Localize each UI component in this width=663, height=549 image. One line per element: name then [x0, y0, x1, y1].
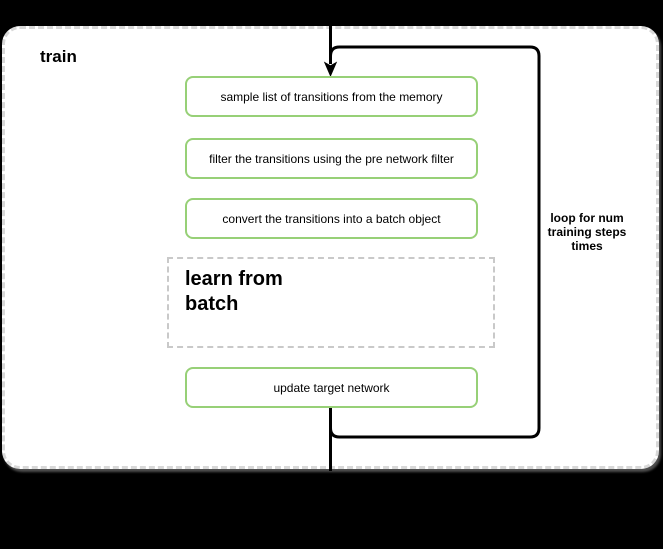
loop-annotation: loop for num training steps times — [547, 211, 627, 253]
learn-from-batch-box: learn from batch — [167, 257, 495, 348]
step-box-filter-transitions: filter the transitions using the pre net… — [185, 138, 478, 179]
update-target-network-box: update target network — [185, 367, 478, 408]
step-box-convert-batch: convert the transitions into a batch obj… — [185, 198, 478, 239]
step-box-sample-transitions: sample list of transitions from the memo… — [185, 76, 478, 117]
step-label: sample list of transitions from the memo… — [220, 89, 443, 104]
step-label: convert the transitions into a batch obj… — [222, 211, 441, 226]
train-title: train — [40, 47, 77, 66]
step-label: update target network — [273, 380, 390, 395]
learn-from-batch-label: learn from batch — [185, 268, 283, 315]
step-label: filter the transitions using the pre net… — [209, 151, 454, 166]
